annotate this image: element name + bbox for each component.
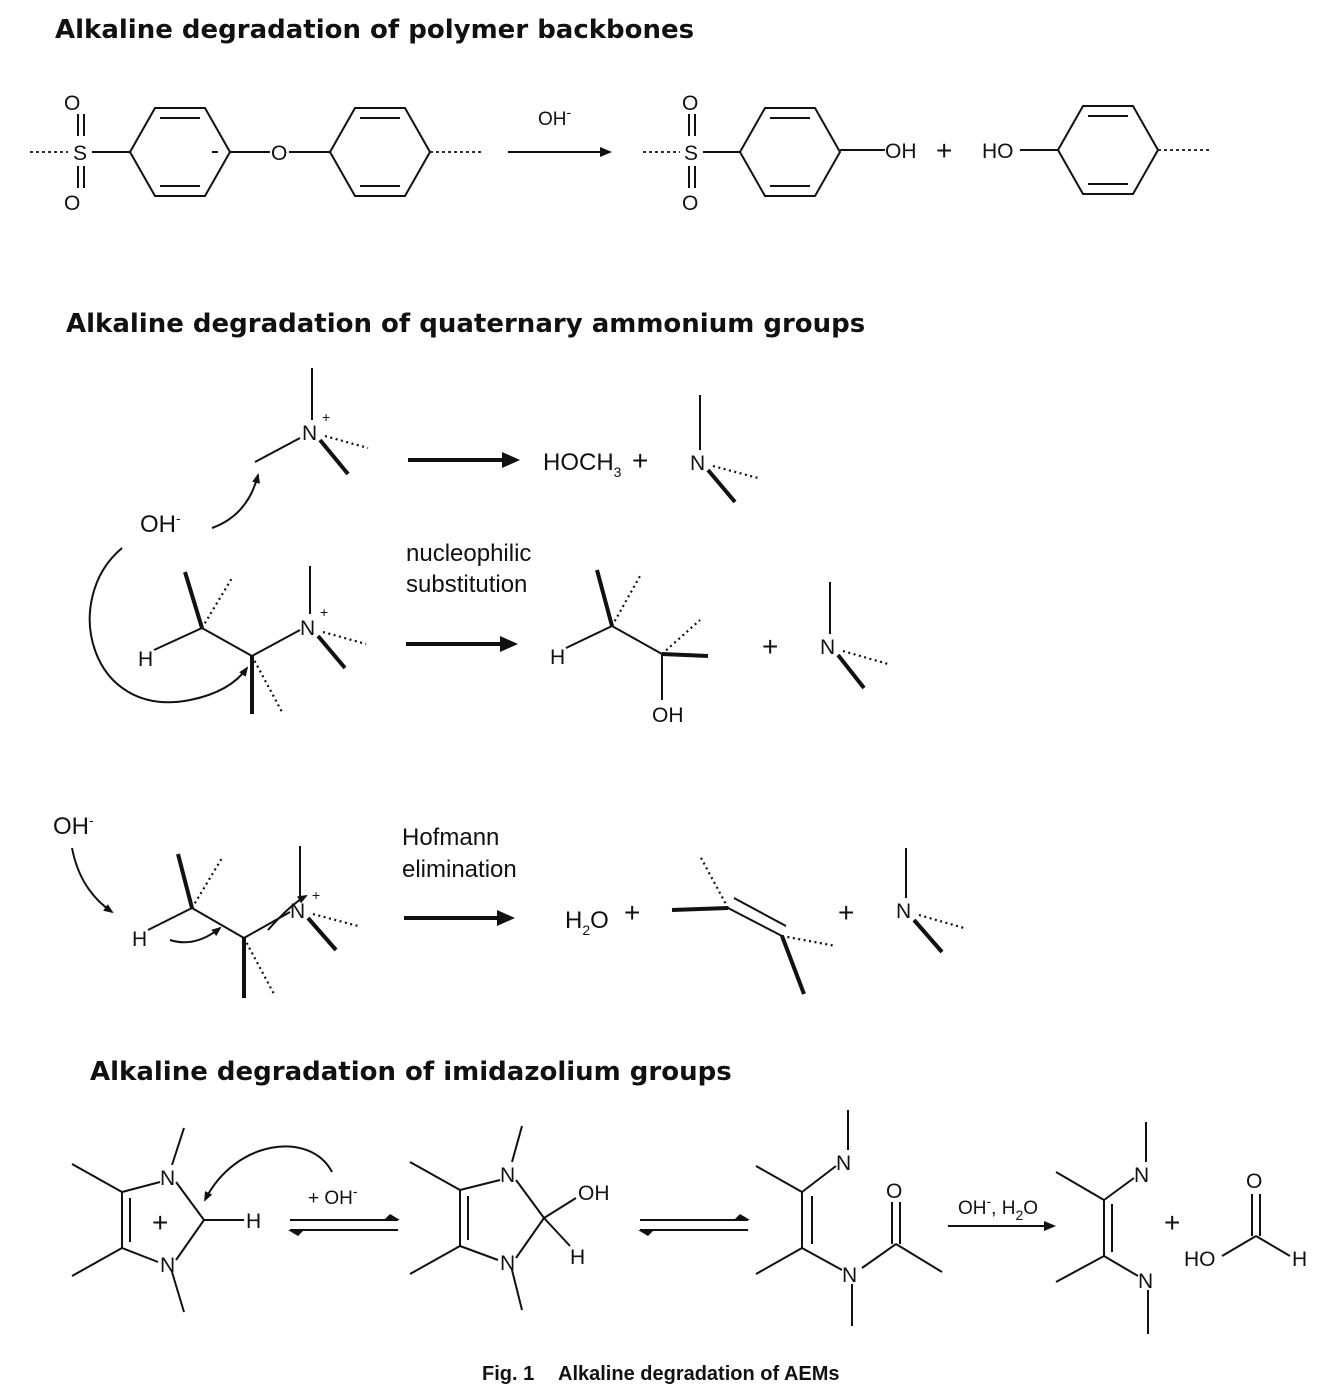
carbonyl-oxygen: O <box>1246 1170 1262 1193</box>
nitrogen-atom: N <box>690 452 705 475</box>
hydrogen-atom: H <box>550 646 565 669</box>
hydrogen-atom: H <box>570 1246 585 1269</box>
equilibrium-arrow <box>638 1214 750 1236</box>
hydroxide-ion: OH- <box>53 812 94 840</box>
curved-attack-arrow <box>71 847 114 914</box>
nitrogen-atom: N <box>300 617 315 640</box>
plus-sign: + <box>936 135 952 166</box>
label-nucleophilic: nucleophilic <box>406 540 531 567</box>
reactant-sulfone-ether: S O O O <box>30 92 482 215</box>
nitrogen-atom: N <box>302 422 317 445</box>
label-substitution: substitution <box>406 571 527 598</box>
enediamine-product: N N <box>1055 1122 1153 1334</box>
hydroxyl-label: OH <box>885 140 917 163</box>
nitrogen-atom: N <box>160 1254 175 1277</box>
equilibrium-arrow <box>288 1214 400 1236</box>
positive-charge: + <box>320 604 328 620</box>
hydrogen-atom: H <box>1292 1248 1307 1271</box>
ring-opened-amide: N N O <box>755 1110 943 1326</box>
hydroxyl-label: OH <box>578 1182 610 1205</box>
nitrogen-atom: N <box>820 636 835 659</box>
positive-charge: + <box>152 1207 168 1238</box>
nitrogen-atom: N <box>500 1164 515 1187</box>
carbonyl-oxygen: O <box>886 1180 902 1203</box>
hydroxide-ion: OH- <box>140 510 181 538</box>
nitrogen-atom: N <box>290 900 305 923</box>
product-methanol: HOCH3 <box>543 449 622 480</box>
hydroxyl-label: HO <box>1184 1248 1216 1271</box>
nitrogen-atom: N <box>896 900 911 923</box>
label-hofmann: Hofmann <box>402 824 499 851</box>
formic-acid: O HO H <box>1184 1170 1307 1271</box>
heading-backbone: Alkaline degradation of polymer backbone… <box>55 15 694 45</box>
oxygen-atom: O <box>682 92 698 115</box>
nitrogen-atom: N <box>1138 1270 1153 1293</box>
positive-charge: + <box>312 887 320 903</box>
plus-sign: + <box>838 897 854 928</box>
plus-sign: + <box>1164 1207 1180 1238</box>
label-elimination: elimination <box>402 856 517 883</box>
nitrogen-atom: N <box>160 1167 175 1190</box>
trimethylamine: N <box>896 848 965 954</box>
product-phenol-sulfone: S O O OH <box>643 92 917 215</box>
plus-sign: + <box>632 445 648 476</box>
positive-charge: + <box>322 409 330 425</box>
reagent-plus-hydroxide: + OH- <box>308 1183 358 1209</box>
sulfur-atom: S <box>684 142 698 165</box>
nitrogen-atom: N <box>1134 1164 1149 1187</box>
tetramethylammonium: N + <box>254 368 369 476</box>
reagent-hydroxide: OH- <box>538 104 572 130</box>
alcohol-product: H OH <box>550 569 709 727</box>
product-water: H2O <box>565 907 609 938</box>
curved-attack-arrow <box>204 1145 333 1202</box>
hydroxyl-label: HO <box>982 140 1014 163</box>
curved-electron-arrow <box>169 926 222 944</box>
curved-electron-arrow <box>267 895 308 931</box>
trimethylamine: N <box>690 395 759 504</box>
sulfur-atom: S <box>73 142 87 165</box>
reagent-hydroxide-water: OH-, H2O <box>958 1193 1038 1223</box>
oxygen-atom: O <box>64 92 80 115</box>
imidazolium-cation: N N H + <box>71 1127 261 1313</box>
nitrogen-atom: N <box>500 1252 515 1275</box>
nitrogen-atom: N <box>842 1264 857 1287</box>
alkyl-ammonium-substrate: H N + <box>132 846 359 998</box>
heading-quaternary: Alkaline degradation of quaternary ammon… <box>66 309 865 339</box>
trimethylamine: N <box>820 582 889 690</box>
hydrogen-atom: H <box>246 1210 261 1233</box>
heading-imidazolium: Alkaline degradation of imidazolium grou… <box>90 1057 732 1087</box>
hydroxyl-label: OH <box>652 704 684 727</box>
curved-attack-arrow <box>88 547 249 704</box>
imidazoline-intermediate: N N OH H <box>409 1125 610 1311</box>
alkyl-ammonium-substrate: H N + <box>138 566 367 714</box>
curved-attack-arrow <box>211 473 260 529</box>
alkene-product <box>671 855 837 995</box>
hydrogen-atom: H <box>132 928 147 951</box>
plus-sign: + <box>624 897 640 928</box>
ether-oxygen: O <box>271 142 287 165</box>
product-phenol: HO <box>982 105 1210 195</box>
oxygen-atom: O <box>682 192 698 215</box>
oxygen-atom: O <box>64 192 80 215</box>
figure-number: Fig. 1 <box>482 1363 534 1385</box>
hydrogen-atom: H <box>138 648 153 671</box>
figure-caption: Alkaline degradation of AEMs <box>558 1363 840 1385</box>
plus-sign: + <box>762 631 778 662</box>
nitrogen-atom: N <box>836 1152 851 1175</box>
